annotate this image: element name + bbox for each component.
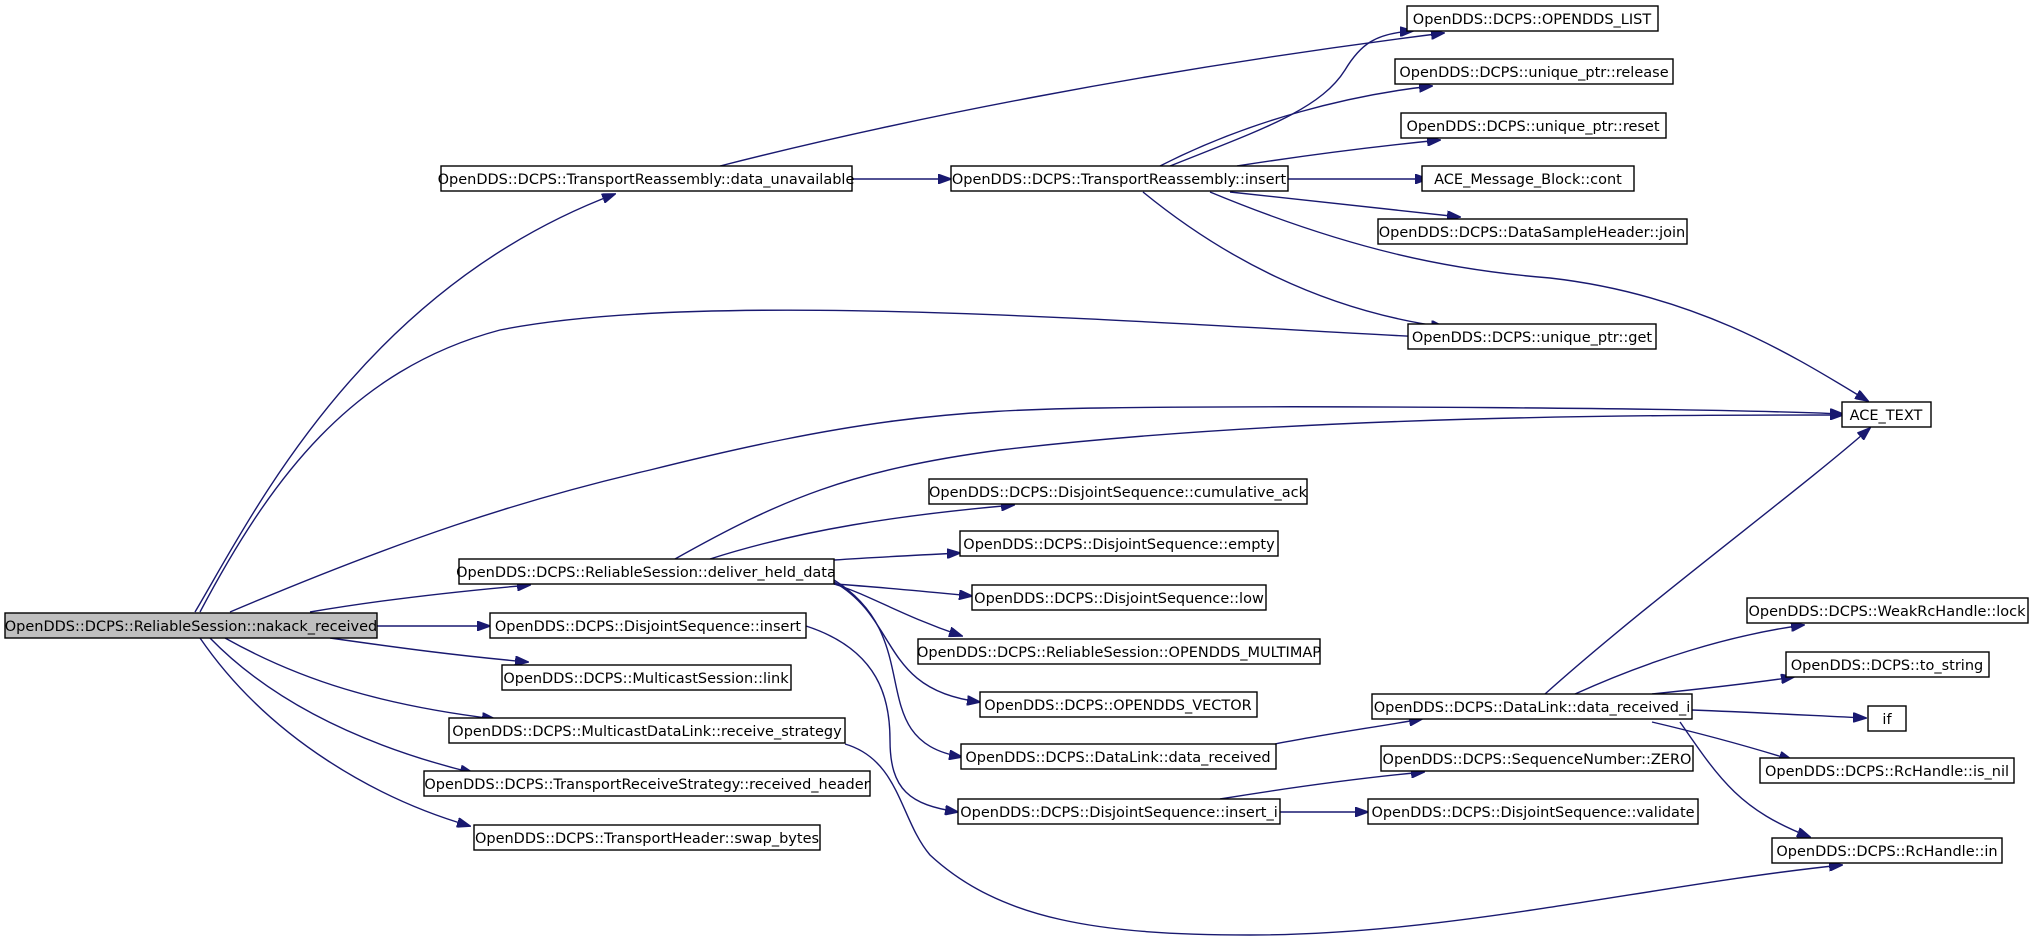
edge-data-received-i-to-weak-rchandle-lock <box>1574 625 1804 695</box>
node-if[interactable]: if <box>1867 705 1907 732</box>
node-disjoint-sequence-insert[interactable]: OpenDDS::DCPS::DisjointSequence::insert <box>489 612 807 639</box>
node-label: OpenDDS::DCPS::unique_ptr::reset <box>1406 119 1659 135</box>
edge-deliver-held-data-to-opendds-multimap <box>833 583 962 636</box>
node-disjoint-sequence-empty[interactable]: OpenDDS::DCPS::DisjointSequence::empty <box>959 530 1279 557</box>
edge-nakack-received-to-unique-ptr-get <box>199 309 1424 613</box>
edges <box>194 31 1870 936</box>
node-multicast-session-link[interactable]: OpenDDS::DCPS::MulticastSession::link <box>501 664 792 691</box>
edge-data-received-i-to-if <box>1691 709 1866 718</box>
node-to-string[interactable]: OpenDDS::DCPS::to_string <box>1785 651 1990 678</box>
node-label: OpenDDS::DCPS::TransportReceiveStrategy:… <box>424 777 869 793</box>
edge-deliver-held-data-to-ace-text <box>674 415 1843 560</box>
node-label: OpenDDS::DCPS::ReliableSession::deliver_… <box>456 565 836 581</box>
edge-deliver-held-data-to-opendds-vector <box>833 581 980 702</box>
node-label: OpenDDS::DCPS::DisjointSequence::empty <box>963 537 1275 553</box>
node-label: OpenDDS::DCPS::OPENDDS_VECTOR <box>984 698 1252 714</box>
node-label: OpenDDS::DCPS::DisjointSequence::low <box>974 591 1264 607</box>
node-label: OpenDDS::DCPS::ReliableSession::OPENDDS_… <box>917 645 1321 661</box>
node-label: OpenDDS::DCPS::ReliableSession::nakack_r… <box>5 619 378 635</box>
edge-deliver-held-data-to-data-received <box>833 579 962 757</box>
node-opendds-multimap[interactable]: OpenDDS::DCPS::ReliableSession::OPENDDS_… <box>917 638 1321 665</box>
edge-transport-reassembly-insert-to-unique-ptr-reset <box>1236 140 1440 167</box>
node-multicast-data-link-receive-strategy[interactable]: OpenDDS::DCPS::MulticastDataLink::receiv… <box>448 717 846 744</box>
edge-transport-reassembly-insert-to-unique-ptr-release <box>1159 86 1432 167</box>
edge-deliver-held-data-to-cumulative-ack <box>709 505 1014 560</box>
node-label: OpenDDS::DCPS::RcHandle::is_nil <box>1765 764 2009 780</box>
node-deliver-held-data[interactable]: OpenDDS::DCPS::ReliableSession::deliver_… <box>456 558 836 585</box>
edge-nakack-received-to-data-unavailable <box>194 194 615 613</box>
node-label: OpenDDS::DCPS::TransportReassembly::inse… <box>952 172 1287 188</box>
edge-data-received-i-to-ace-text <box>1544 428 1870 695</box>
node-nakack-received[interactable]: OpenDDS::DCPS::ReliableSession::nakack_r… <box>4 612 378 639</box>
node-data-received[interactable]: OpenDDS::DCPS::DataLink::data_received <box>960 743 1277 770</box>
edge-nakack-received-to-receive-strategy <box>224 637 495 719</box>
edge-transport-reassembly-insert-to-data-sample-header-join <box>1229 191 1460 217</box>
node-unique-ptr-get[interactable]: OpenDDS::DCPS::unique_ptr::get <box>1407 323 1657 350</box>
node-label: OpenDDS::DCPS::DataLink::data_received_i <box>1374 700 1691 716</box>
node-disjoint-sequence-insert-i[interactable]: OpenDDS::DCPS::DisjointSequence::insert_… <box>957 798 1281 825</box>
node-data-received-i[interactable]: OpenDDS::DCPS::DataLink::data_received_i <box>1371 693 1693 720</box>
node-data-unavailable[interactable]: OpenDDS::DCPS::TransportReassembly::data… <box>438 165 855 192</box>
node-sequence-number-zero[interactable]: OpenDDS::DCPS::SequenceNumber::ZERO <box>1380 745 1694 772</box>
node-label: OpenDDS::DCPS::DisjointSequence::insert_… <box>960 805 1278 821</box>
edge-transport-reassembly-insert-to-opendds-list <box>1169 31 1413 167</box>
edge-nakack-received-to-multicast-session-link <box>329 637 528 662</box>
edge-deliver-held-data-to-disjoint-sequence-empty <box>833 553 960 561</box>
edge-transport-reassembly-insert-to-unique-ptr-get <box>1142 191 1444 327</box>
edge-insert-i-to-sequence-number-zero <box>1219 772 1424 800</box>
node-label: if <box>1882 712 1892 728</box>
edge-disjoint-sequence-insert-to-insert-i <box>805 625 958 812</box>
node-ace-message-block-cont[interactable]: ACE_Message_Block::cont <box>1421 165 1635 192</box>
edge-data-unavailable-to-opendds-list <box>719 33 1444 167</box>
node-label: OpenDDS::DCPS::to_string <box>1791 658 1983 674</box>
node-received-header[interactable]: OpenDDS::DCPS::TransportReceiveStrategy:… <box>423 770 871 797</box>
node-ace-text[interactable]: ACE_TEXT <box>1841 401 1932 428</box>
node-unique-ptr-release[interactable]: OpenDDS::DCPS::unique_ptr::release <box>1394 58 1674 85</box>
node-label: OpenDDS::DCPS::DisjointSequence::insert <box>495 619 802 635</box>
node-label: OpenDDS::DCPS::MulticastSession::link <box>503 671 789 687</box>
node-rchandle-in[interactable]: OpenDDS::DCPS::RcHandle::in <box>1771 837 2003 864</box>
node-disjoint-sequence-low[interactable]: OpenDDS::DCPS::DisjointSequence::low <box>971 584 1267 611</box>
nodes: OpenDDS::DCPS::ReliableSession::nakack_r… <box>4 5 2029 864</box>
edge-data-received-to-data-received-i <box>1274 719 1422 745</box>
node-label: OpenDDS::DCPS::TransportHeader::swap_byt… <box>475 831 819 847</box>
node-label: OpenDDS::DCPS::OPENDDS_LIST <box>1413 12 1652 28</box>
node-label: OpenDDS::DCPS::SequenceNumber::ZERO <box>1383 752 1692 768</box>
edge-receive-strategy-to-rchandle-in <box>844 743 1842 936</box>
node-label: OpenDDS::DCPS::DisjointSequence::cumulat… <box>929 485 1308 501</box>
node-disjoint-sequence-validate[interactable]: OpenDDS::DCPS::DisjointSequence::validat… <box>1367 798 1699 825</box>
node-label: ACE_TEXT <box>1850 408 1923 424</box>
node-cumulative-ack[interactable]: OpenDDS::DCPS::DisjointSequence::cumulat… <box>928 478 1308 505</box>
node-opendds-vector[interactable]: OpenDDS::DCPS::OPENDDS_VECTOR <box>979 691 1258 718</box>
node-label: OpenDDS::DCPS::WeakRcHandle::lock <box>1749 604 2027 620</box>
edge-nakack-received-to-swap-bytes <box>199 637 470 826</box>
node-label: OpenDDS::DCPS::MulticastDataLink::receiv… <box>452 724 842 740</box>
node-label: OpenDDS::DCPS::unique_ptr::release <box>1399 65 1668 81</box>
edge-data-received-i-to-rchandle-in <box>1679 721 1810 837</box>
node-opendds-list[interactable]: OpenDDS::DCPS::OPENDDS_LIST <box>1406 5 1659 32</box>
node-label: OpenDDS::DCPS::TransportReassembly::data… <box>438 172 855 188</box>
edge-nakack-received-to-deliver-held-data <box>309 585 530 613</box>
node-label: OpenDDS::DCPS::DisjointSequence::validat… <box>1371 805 1694 821</box>
node-transport-reassembly-insert[interactable]: OpenDDS::DCPS::TransportReassembly::inse… <box>950 165 1289 192</box>
node-data-sample-header-join[interactable]: OpenDDS::DCPS::DataSampleHeader::join <box>1377 218 1688 245</box>
node-label: OpenDDS::DCPS::unique_ptr::get <box>1412 330 1653 346</box>
node-label: ACE_Message_Block::cont <box>1434 172 1622 188</box>
node-label: OpenDDS::DCPS::DataLink::data_received <box>965 750 1270 766</box>
edge-data-received-i-to-rchandle-is-nil <box>1651 721 1792 760</box>
node-weak-rchandle-lock[interactable]: OpenDDS::DCPS::WeakRcHandle::lock <box>1746 597 2029 624</box>
node-label: OpenDDS::DCPS::RcHandle::in <box>1776 844 1997 860</box>
edge-nakack-received-to-received-header <box>209 637 473 773</box>
edge-data-received-i-to-to-string <box>1651 677 1794 695</box>
edge-transport-reassembly-insert-to-ace-text <box>1209 191 1868 401</box>
node-swap-bytes[interactable]: OpenDDS::DCPS::TransportHeader::swap_byt… <box>473 824 821 851</box>
edge-deliver-held-data-to-disjoint-sequence-low <box>833 583 972 596</box>
edge-nakack-received-to-ace-text <box>229 406 1843 613</box>
node-unique-ptr-reset[interactable]: OpenDDS::DCPS::unique_ptr::reset <box>1400 112 1667 139</box>
node-label: OpenDDS::DCPS::DataSampleHeader::join <box>1379 225 1685 241</box>
node-rchandle-is-nil[interactable]: OpenDDS::DCPS::RcHandle::is_nil <box>1759 757 2015 784</box>
